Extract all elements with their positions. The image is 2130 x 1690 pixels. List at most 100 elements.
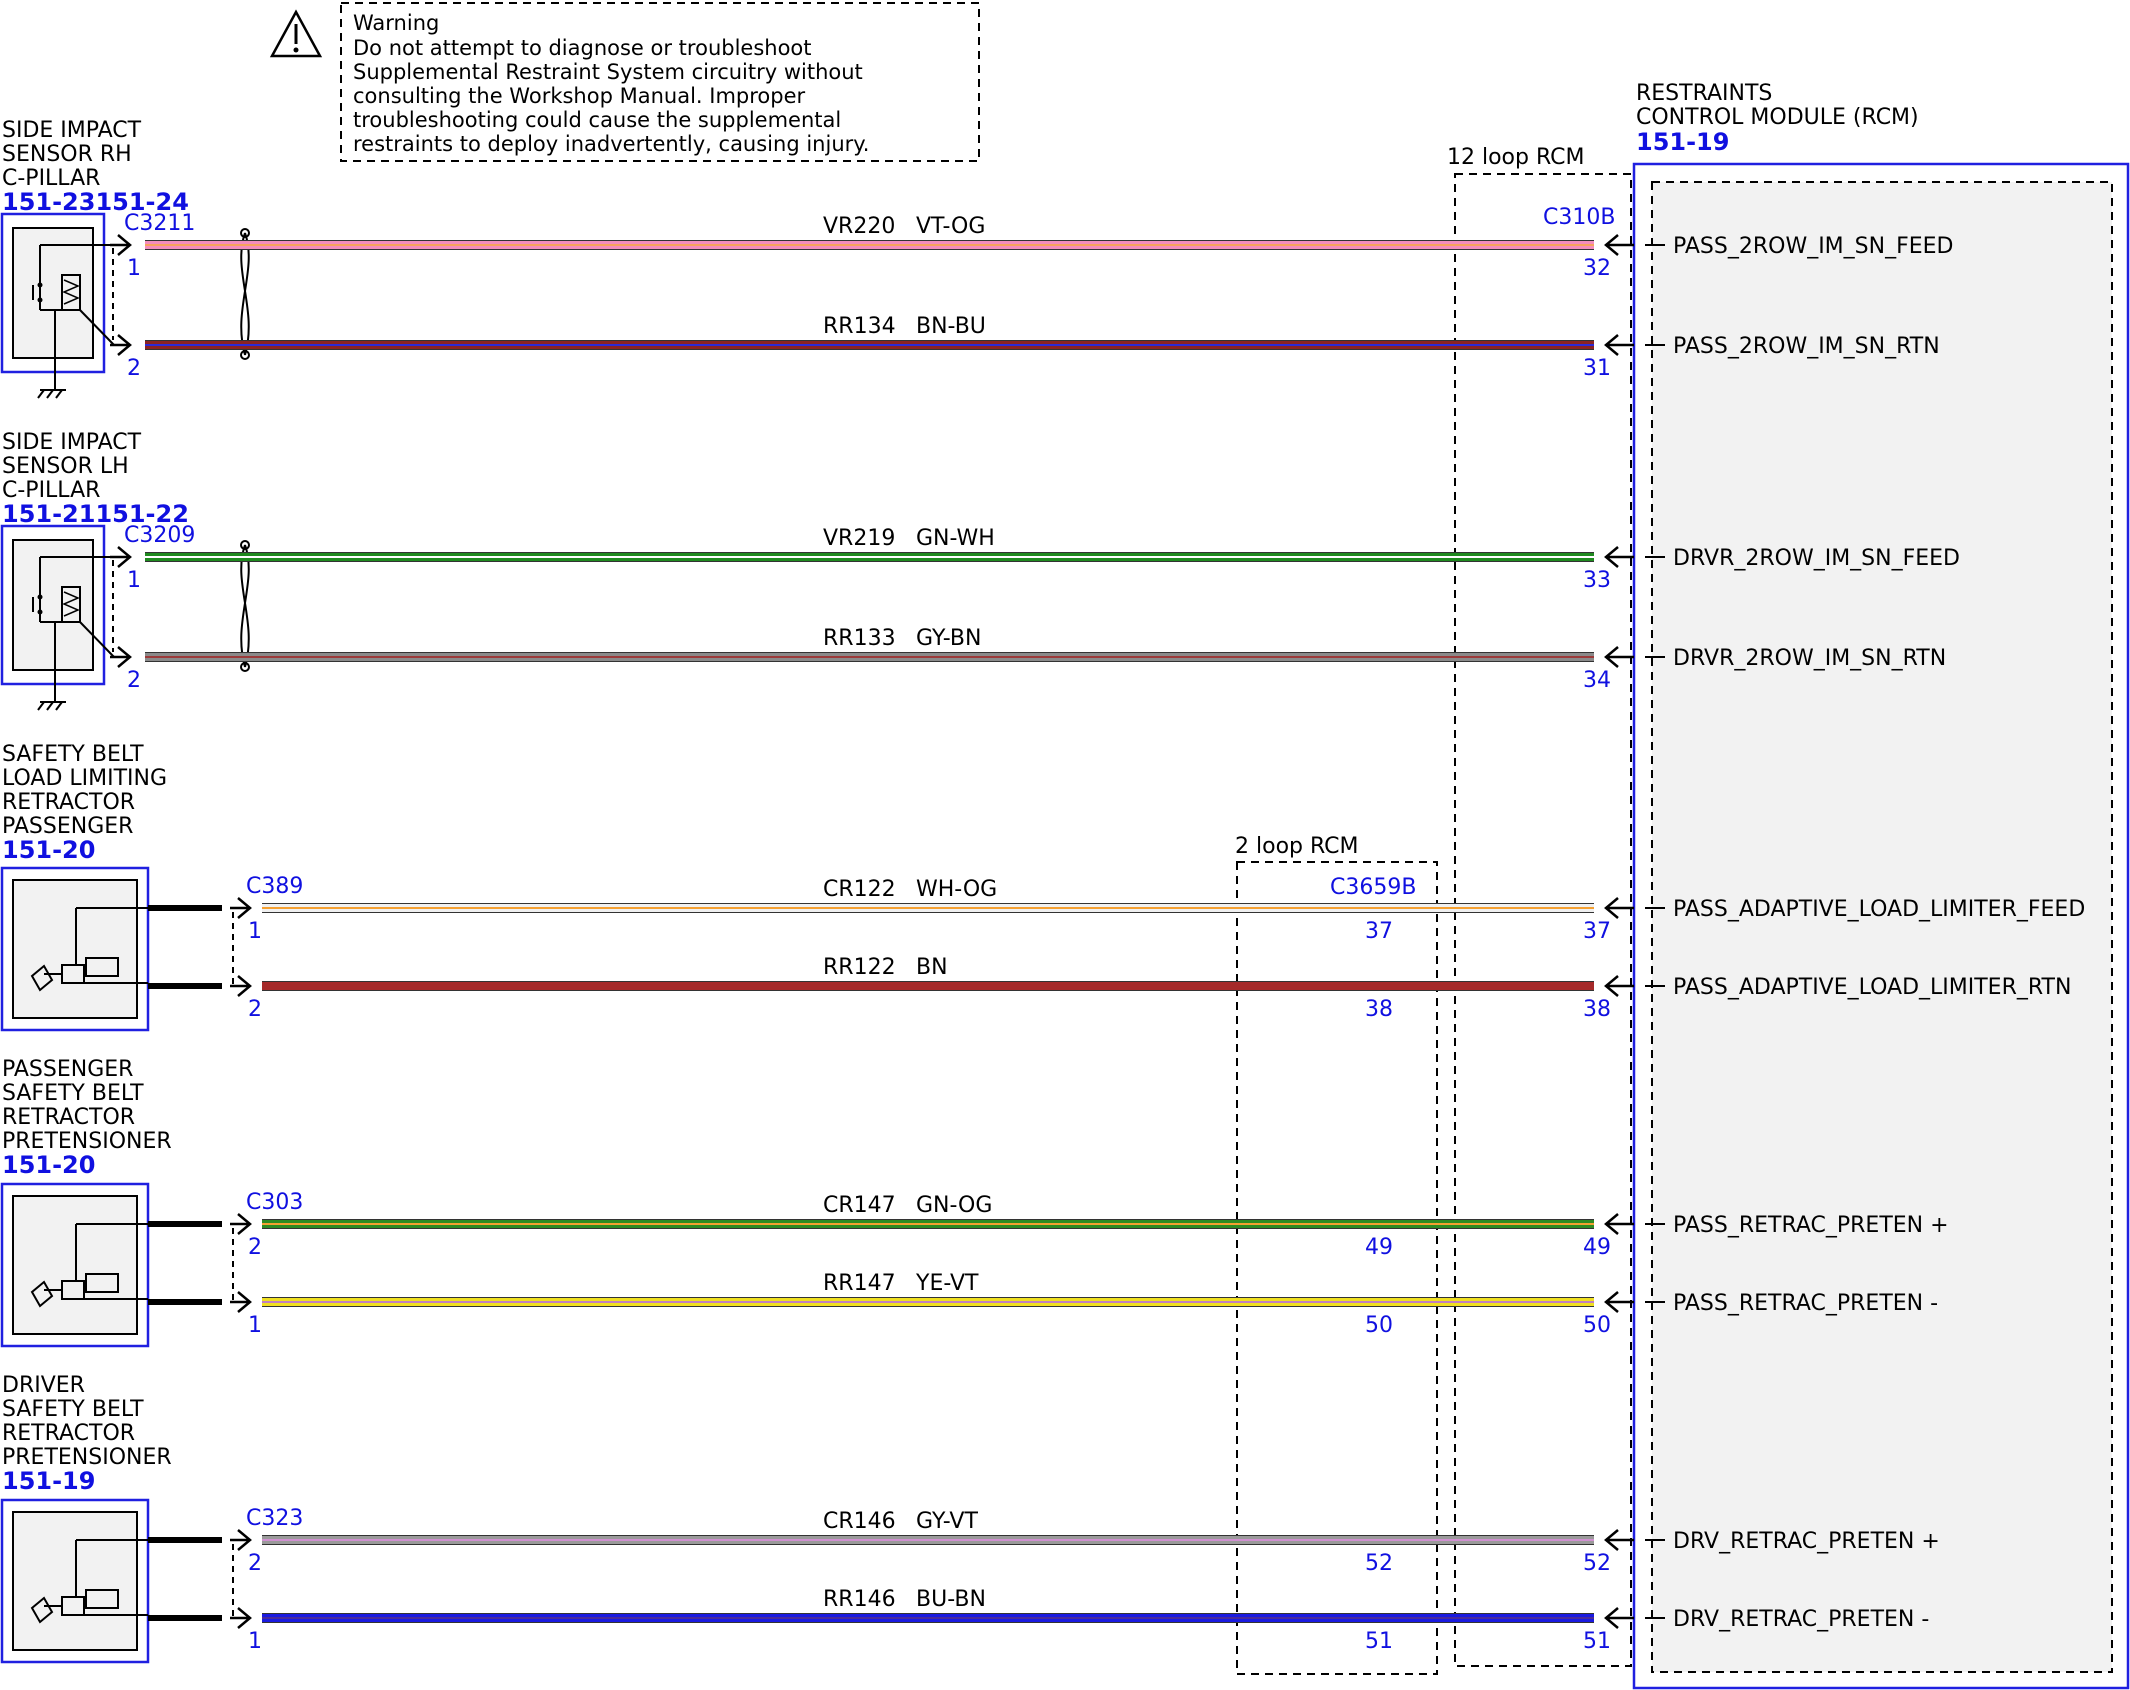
rcm-pin-number: 50 bbox=[1583, 1313, 1611, 1338]
svg-text:SENSOR RH: SENSOR RH bbox=[2, 142, 132, 167]
terminal-arrow-icon bbox=[230, 1607, 252, 1629]
left-pin-number: 1 bbox=[248, 1313, 262, 1338]
left-pin-number: 2 bbox=[127, 356, 141, 381]
warning-line: Warning bbox=[353, 11, 439, 35]
color-code-label: YE-VT bbox=[915, 1271, 979, 1296]
connector-label: C323 bbox=[246, 1506, 303, 1531]
component-pass-pretensioner-title: PASSENGER SAFETY BELT RETRACTOR PRETENSI… bbox=[2, 1057, 172, 1179]
color-code-label: GN-OG bbox=[916, 1193, 992, 1218]
terminal-arrow-icon bbox=[1604, 334, 1634, 356]
inline-pin-number: 38 bbox=[1365, 997, 1393, 1022]
svg-text:RETRACTOR: RETRACTOR bbox=[2, 1105, 135, 1130]
svg-text:PASSENGER: PASSENGER bbox=[2, 1057, 133, 1082]
component-ref: 151-19 bbox=[2, 1467, 95, 1495]
terminal-arrow-icon bbox=[1604, 1529, 1634, 1551]
svg-text:SENSOR LH: SENSOR LH bbox=[2, 454, 129, 479]
left-pin-number: 2 bbox=[127, 668, 141, 693]
connector-label: C3211 bbox=[124, 211, 195, 236]
impact-sensor-lh-symbol[interactable] bbox=[0, 524, 115, 711]
rcm-pin-number: 33 bbox=[1583, 568, 1611, 593]
rcm-pin-number: 31 bbox=[1583, 356, 1611, 381]
load-limiter-retractor-symbol[interactable] bbox=[0, 866, 150, 1032]
rcm-pin-number: 49 bbox=[1583, 1235, 1611, 1260]
inline-pin-number: 51 bbox=[1365, 1629, 1393, 1654]
pass-pretensioner-symbol[interactable] bbox=[0, 1182, 150, 1348]
color-code-label: GY-BN bbox=[916, 626, 981, 651]
connector-label: C303 bbox=[246, 1190, 303, 1215]
inline-pin-number: 49 bbox=[1365, 1235, 1393, 1260]
loop2-box bbox=[1236, 861, 1438, 1675]
rcm-pin-number: 32 bbox=[1583, 256, 1611, 281]
terminal-arrow-icon bbox=[1604, 1291, 1634, 1313]
loop12-label: 12 loop RCM bbox=[1447, 145, 1585, 170]
impact-sensor-rh-symbol[interactable] bbox=[0, 212, 115, 399]
color-code-label: GY-VT bbox=[916, 1509, 978, 1534]
circuit-label: CR146 bbox=[823, 1509, 896, 1534]
circuit-label: VR220 bbox=[823, 214, 895, 239]
color-code-label: BN-BU bbox=[916, 314, 986, 339]
terminal-arrow-icon bbox=[230, 1529, 252, 1551]
rcm-signal-label: DRVR_2ROW_IM_SN_FEED bbox=[1673, 546, 1960, 571]
rcm-signal-label: DRV_RETRAC_PRETEN - bbox=[1673, 1607, 1929, 1632]
warning-line: troubleshooting could cause the suppleme… bbox=[353, 108, 841, 132]
circuit-label: VR219 bbox=[823, 526, 895, 551]
left-pin-number: 1 bbox=[248, 919, 262, 944]
color-code-label: VT-OG bbox=[916, 214, 985, 239]
terminal-arrow-icon bbox=[1604, 646, 1634, 668]
circuit-label: RR134 bbox=[823, 314, 896, 339]
rcm-connector-label: C310B bbox=[1543, 205, 1615, 230]
svg-text:SAFETY BELT: SAFETY BELT bbox=[2, 1081, 144, 1106]
svg-text:C-PILLAR: C-PILLAR bbox=[2, 478, 100, 503]
inline-connector-label: C3659B bbox=[1330, 875, 1416, 900]
left-pin-number: 1 bbox=[248, 1629, 262, 1654]
terminal-arrow-icon bbox=[110, 234, 132, 256]
inline-pin-number: 52 bbox=[1365, 1551, 1393, 1576]
terminal-arrow-icon bbox=[230, 1213, 252, 1235]
rcm-signal-label: PASS_RETRAC_PRETEN - bbox=[1673, 1291, 1938, 1316]
rcm-signal-label: PASS_ADAPTIVE_LOAD_LIMITER_RTN bbox=[1673, 975, 2071, 1000]
svg-text:RETRACTOR: RETRACTOR bbox=[2, 1421, 135, 1446]
component-load-limiter-title: SAFETY BELT LOAD LIMITING RETRACTOR PASS… bbox=[2, 742, 167, 864]
component-ref: 151-21151-22 bbox=[2, 500, 189, 528]
terminal-arrow-icon bbox=[1604, 1213, 1634, 1235]
svg-text:PASSENGER: PASSENGER bbox=[2, 814, 133, 839]
circuit-label: RR122 bbox=[823, 955, 896, 980]
left-pin-number: 2 bbox=[248, 997, 262, 1022]
terminal-arrow-icon bbox=[1604, 546, 1634, 568]
warning-line: consulting the Workshop Manual. Improper bbox=[353, 84, 806, 108]
terminal-arrow-icon bbox=[110, 334, 132, 356]
rcm-pin-number: 51 bbox=[1583, 1629, 1611, 1654]
svg-text:SIDE IMPACT: SIDE IMPACT bbox=[2, 430, 142, 455]
circuit-label: RR146 bbox=[823, 1587, 896, 1612]
svg-text:PRETENSIONER: PRETENSIONER bbox=[2, 1445, 172, 1470]
rcm-module-box[interactable] bbox=[1632, 162, 2130, 1690]
rcm-pin-number: 52 bbox=[1583, 1551, 1611, 1576]
drv-pretensioner-symbol[interactable] bbox=[0, 1498, 150, 1664]
terminal-arrow-icon bbox=[1604, 975, 1634, 997]
svg-text:RETRACTOR: RETRACTOR bbox=[2, 790, 135, 815]
warning-line: Supplemental Restraint System circuitry … bbox=[353, 60, 863, 84]
component-rh-sensor-title: SIDE IMPACT SENSOR RH C-PILLAR 151-23151… bbox=[2, 118, 189, 216]
connector-label: C389 bbox=[246, 874, 303, 899]
terminal-arrow-icon bbox=[110, 646, 132, 668]
component-lh-sensor-title: SIDE IMPACT SENSOR LH C-PILLAR 151-21151… bbox=[2, 430, 189, 528]
rcm-pin-number: 37 bbox=[1583, 919, 1611, 944]
inline-pin-number: 37 bbox=[1365, 919, 1393, 944]
component-ref: 151-20 bbox=[2, 836, 95, 864]
terminal-arrow-icon bbox=[110, 546, 132, 568]
terminal-arrow-icon bbox=[230, 975, 252, 997]
svg-text:SAFETY BELT: SAFETY BELT bbox=[2, 742, 144, 767]
terminal-arrow-icon bbox=[230, 897, 252, 919]
rcm-signal-label: PASS_ADAPTIVE_LOAD_LIMITER_FEED bbox=[1673, 897, 2085, 922]
terminal-arrow-icon bbox=[1604, 897, 1634, 919]
